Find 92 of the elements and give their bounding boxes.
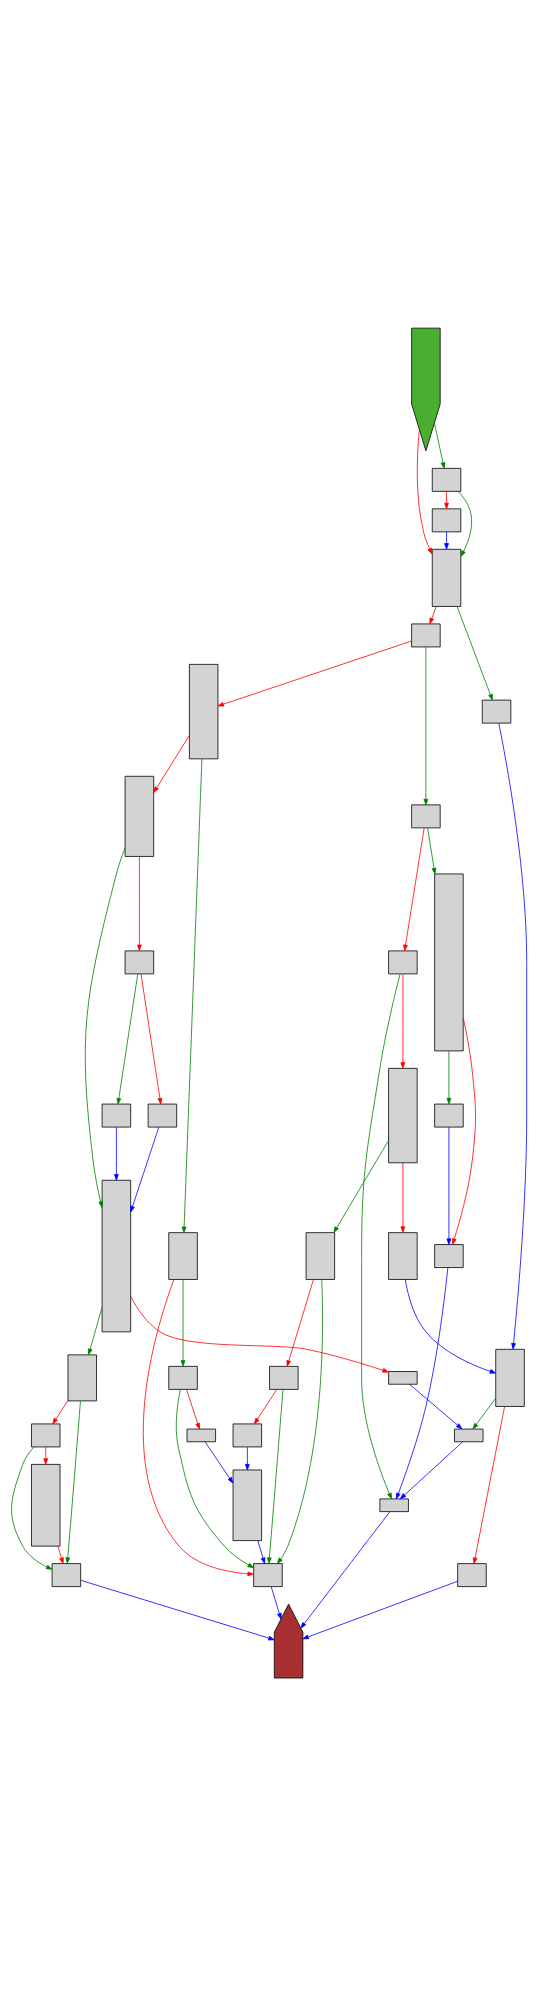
arrow — [257, 1539, 266, 1564]
arrow — [153, 734, 190, 793]
node-box — [388, 1231, 418, 1280]
arrow — [404, 1278, 496, 1374]
arrow — [11, 1446, 53, 1570]
arrow — [57, 1545, 64, 1564]
arrow — [333, 1139, 389, 1233]
arrow — [434, 422, 446, 469]
arrow — [80, 1579, 275, 1640]
arrow — [270, 1585, 282, 1619]
node-box — [186, 1428, 216, 1442]
arrow — [43, 1446, 49, 1465]
node-box — [232, 1469, 262, 1541]
node-box — [147, 1103, 178, 1127]
arrow — [444, 490, 449, 509]
arrow — [400, 973, 406, 1068]
arrow — [114, 1126, 119, 1181]
arrow — [137, 855, 142, 951]
arrow — [65, 1400, 81, 1564]
arrow — [403, 827, 425, 951]
arrow — [416, 428, 433, 554]
arrow — [130, 1126, 160, 1212]
arrow — [498, 722, 528, 1349]
arrow — [286, 1278, 314, 1367]
node-box — [411, 623, 441, 647]
arrow — [429, 605, 437, 624]
arrow — [300, 1510, 391, 1628]
arrow — [423, 646, 429, 805]
arrow — [84, 847, 126, 1208]
node-box — [305, 1231, 336, 1280]
arrow — [267, 1388, 284, 1564]
arrow — [399, 1440, 464, 1499]
arrow — [446, 1126, 452, 1245]
arrow — [361, 973, 401, 1499]
arrow — [180, 1278, 186, 1367]
node-box — [269, 1365, 299, 1390]
node-box — [495, 1348, 525, 1407]
node-box — [388, 950, 418, 974]
node-box — [168, 1365, 198, 1390]
arrow — [409, 1383, 463, 1429]
arrow — [444, 531, 449, 550]
node-box — [31, 1463, 61, 1547]
arrow — [142, 1278, 254, 1576]
arrow — [427, 827, 437, 874]
arrow — [186, 1388, 200, 1429]
arrow — [400, 1162, 406, 1233]
arrow — [181, 758, 203, 1233]
node-box — [431, 548, 462, 607]
node-box — [431, 507, 462, 532]
node-box — [31, 1423, 61, 1447]
node-box — [388, 1067, 418, 1163]
arrow — [446, 1050, 452, 1104]
arrow — [452, 1017, 476, 1245]
arrow — [204, 1440, 234, 1483]
node-box — [457, 1562, 487, 1587]
arrow — [130, 1295, 389, 1373]
node-box — [232, 1423, 262, 1447]
arrow — [472, 1405, 505, 1564]
node-box — [189, 663, 219, 759]
node-box — [67, 1353, 97, 1401]
arrow — [458, 490, 473, 557]
node-pentagon — [273, 1603, 304, 1678]
node-box — [168, 1231, 198, 1280]
node-box — [481, 699, 512, 723]
node-box — [101, 1103, 132, 1127]
node-box — [124, 950, 155, 974]
arrow — [395, 1266, 449, 1499]
node-box — [388, 1370, 418, 1385]
arrow — [87, 1306, 103, 1355]
node-box — [124, 775, 155, 857]
node-pentagon — [411, 327, 441, 451]
arrow — [472, 1397, 496, 1429]
node-box — [434, 1103, 464, 1127]
node-box — [434, 1243, 464, 1268]
node-box — [434, 873, 464, 1051]
arrow — [302, 1580, 458, 1639]
node-box — [411, 803, 441, 828]
node-box — [253, 1562, 283, 1587]
node-box — [431, 467, 462, 492]
node-box — [101, 1179, 132, 1332]
arrow — [456, 605, 493, 700]
arrow — [140, 973, 163, 1104]
arrow — [116, 973, 139, 1104]
node-box — [51, 1562, 82, 1587]
arrow — [52, 1399, 69, 1424]
node-box — [454, 1428, 484, 1442]
arrow — [175, 1388, 254, 1568]
node-box — [379, 1498, 409, 1512]
arrow — [253, 1388, 278, 1424]
arrow — [217, 640, 412, 706]
arrow — [245, 1446, 250, 1470]
arrow — [277, 1278, 323, 1564]
